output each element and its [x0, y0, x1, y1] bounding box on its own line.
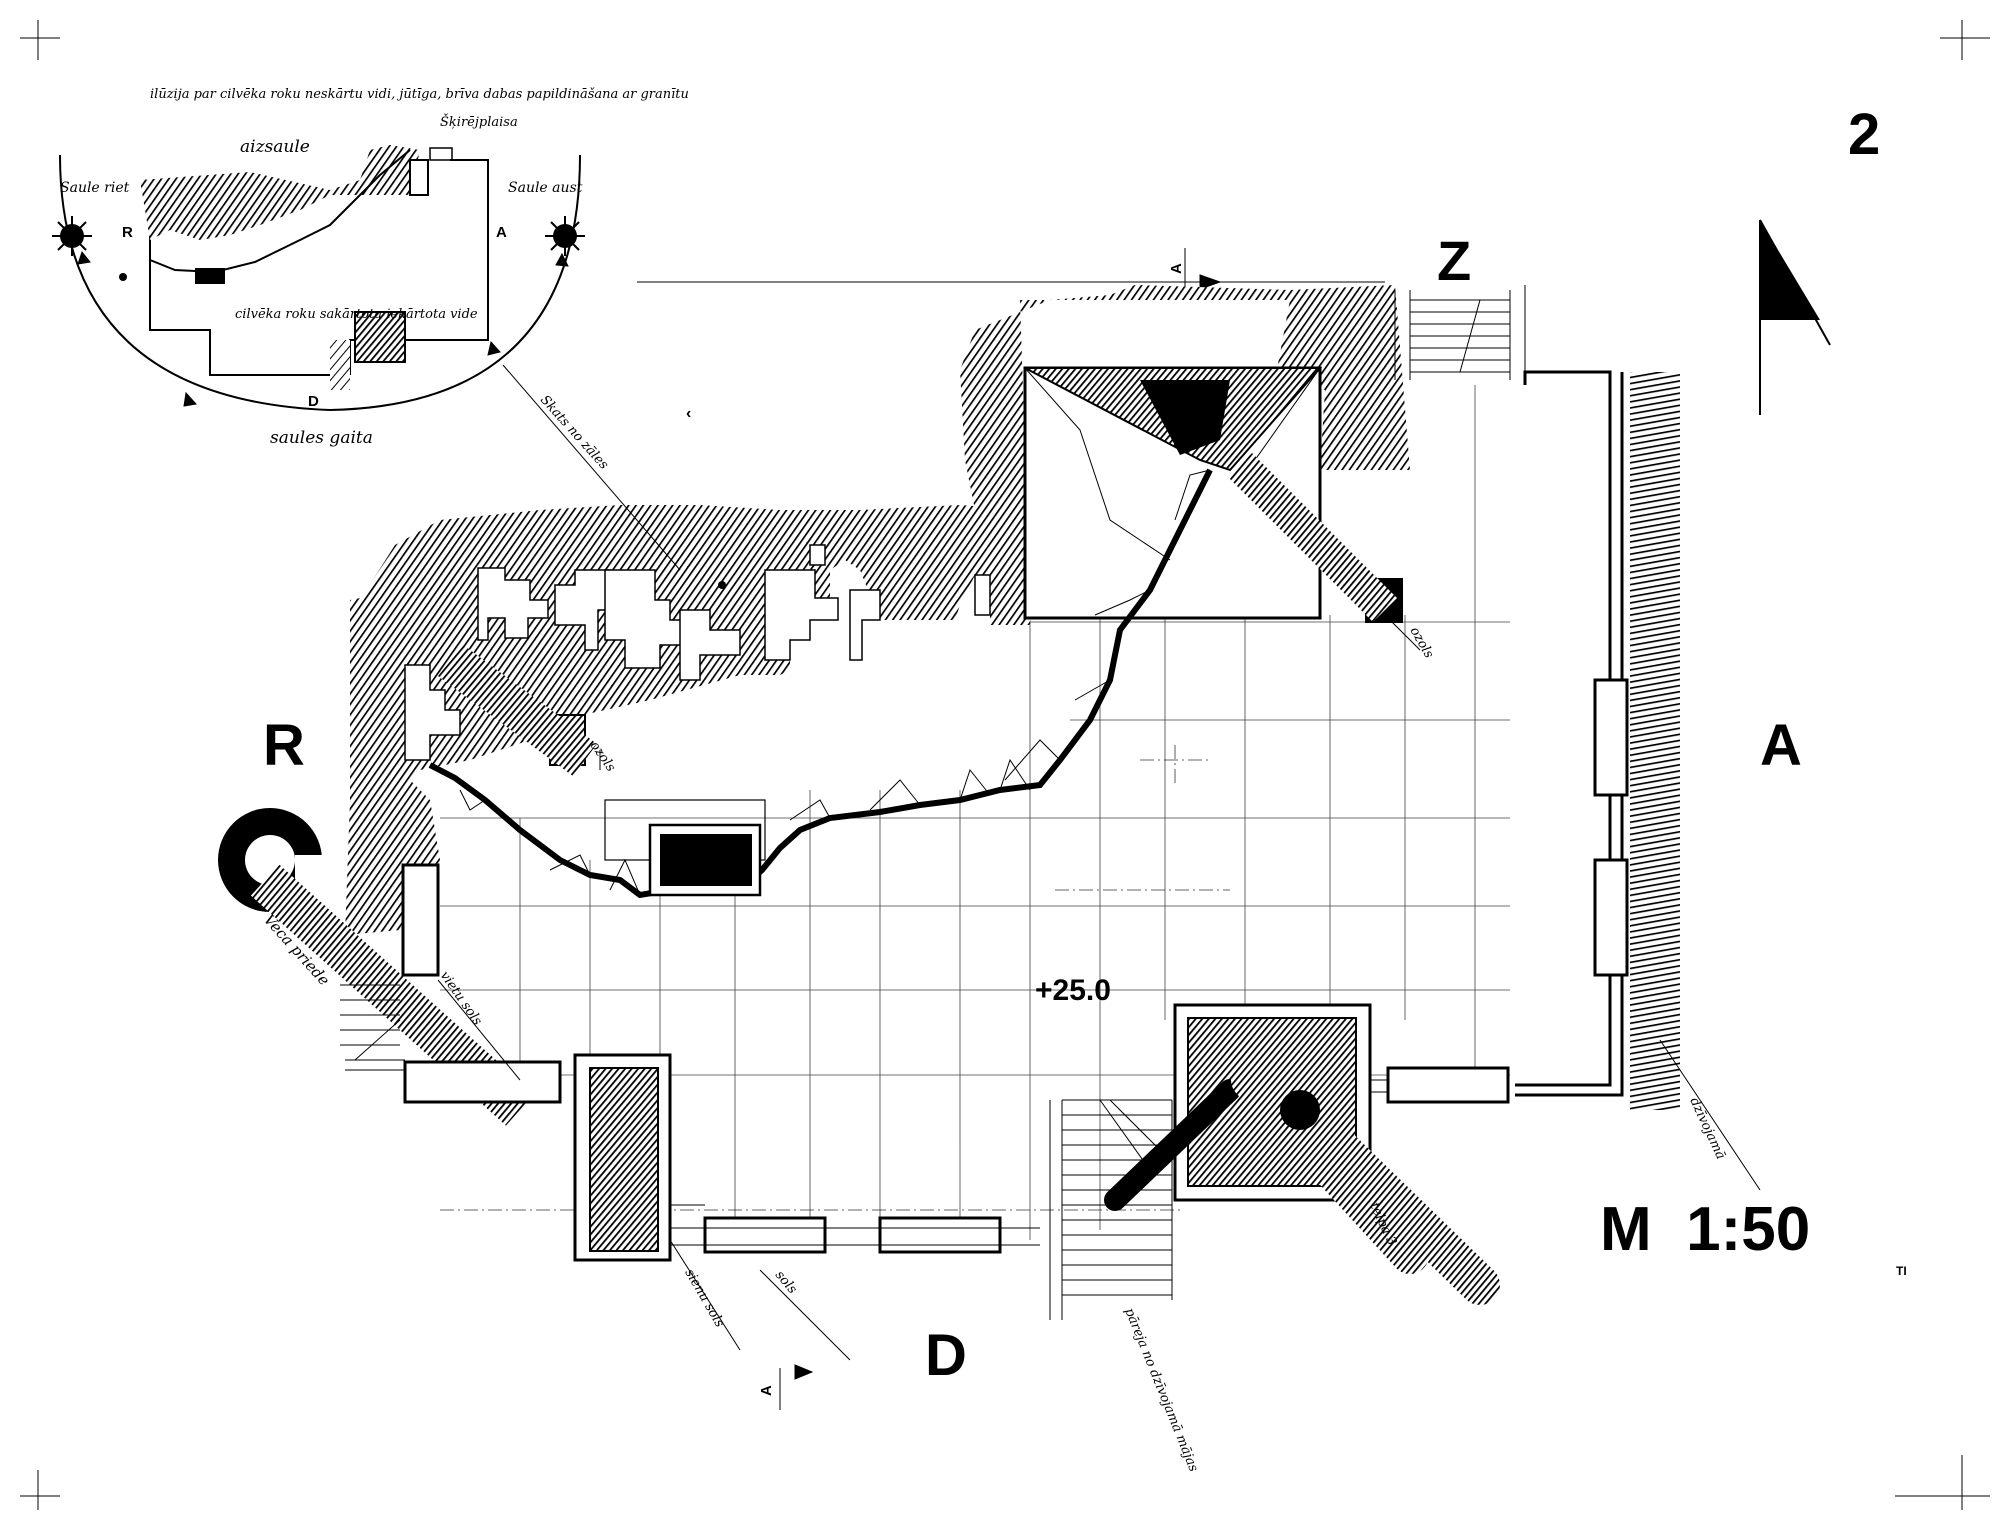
inset-west: R: [122, 224, 133, 241]
inset-hatch-zone: [119, 145, 453, 390]
east-structure: [1370, 370, 1629, 1104]
elevation-mark: +25.0: [1035, 974, 1111, 1007]
shadow-beam-2: [1227, 452, 1398, 623]
crop-marks: [20, 20, 1990, 1510]
section-mark-bottom: A: [758, 1385, 775, 1396]
shadow-beam-1: [438, 643, 597, 777]
section-line: [637, 248, 1385, 1410]
label-wall-bench: sienu sols: [682, 1267, 728, 1331]
label-transition: pāreja no dzīvojamā mājas: [1121, 1306, 1201, 1474]
planting-voids: [404, 544, 991, 761]
inset-shade-side: aizsaule: [240, 137, 310, 157]
inset-note: ilūzija par cilvēka roku neskārtu vidi, …: [150, 87, 689, 102]
south-stair: [1049, 1099, 1173, 1320]
inset-gap-label: Šķirējplaisa: [440, 113, 518, 130]
inset-diagram: ilūzija par cilvēka roku neskārtu vidi, …: [52, 87, 689, 448]
sun-path-arrow-4: [77, 250, 91, 265]
sun-path-arc: [59, 154, 581, 412]
inset-sun-path: saules gaita: [270, 428, 373, 448]
north-arrow-icon: [1759, 219, 1831, 415]
east-planter: [1104, 1003, 1500, 1305]
inset-ordered-note: cilvēka roku sakārtota iekārtota vide: [235, 307, 478, 322]
morning-sun-icon: [545, 216, 585, 256]
direction-south: D: [925, 1323, 967, 1388]
paving-grid: [440, 385, 1510, 1240]
label-bench: sols: [772, 1268, 800, 1297]
pool: [604, 799, 766, 897]
label-shade-2: ozols: [1407, 625, 1437, 662]
sun-path-arrow-1: [183, 391, 197, 407]
sun-path-arrow-3: [555, 252, 569, 267]
label-view-from-hall: Skats no zāles: [537, 393, 611, 473]
direction-north: Z: [1437, 229, 1471, 292]
fissure: [428, 468, 1213, 899]
direction-east: A: [1760, 713, 1802, 778]
evening-sun-icon: [52, 216, 92, 256]
pin-dot-1: [718, 581, 726, 589]
pin-mark: ‹: [686, 405, 691, 422]
north-stair: [1394, 285, 1526, 385]
sheet-number: 2: [1848, 102, 1880, 167]
leader-lines: [437, 364, 1761, 1361]
sun-path-arrow-2: [487, 340, 501, 356]
dash-dot-lines: [440, 745, 1230, 1211]
inset-east: A: [496, 224, 507, 241]
scale-label: M 1:50: [1600, 1195, 1810, 1264]
inset-south: D: [308, 393, 319, 410]
section-mark-top: A: [1168, 263, 1185, 274]
south-structure: [573, 1053, 1040, 1262]
direction-west: R: [263, 713, 305, 778]
inset-morning-sun: Saule aust: [508, 180, 583, 196]
initials: TI: [1896, 1264, 1907, 1278]
west-structure: [340, 863, 562, 1104]
inset-evening-sun: Saule riet: [60, 180, 130, 196]
label-shade: ozols: [587, 739, 619, 775]
label-facade: dzīvojamā: [1686, 1095, 1728, 1161]
